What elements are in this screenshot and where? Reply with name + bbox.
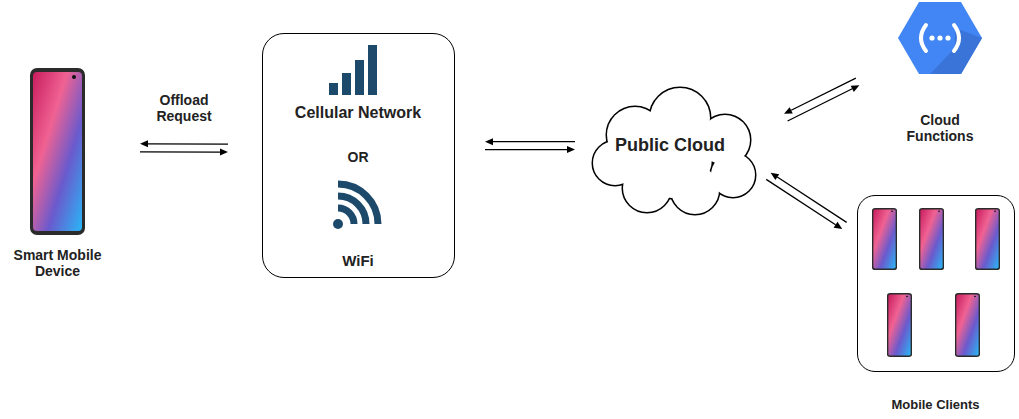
signal-icon: [329, 45, 377, 95]
cloud-node: Public Cloud: [590, 95, 750, 210]
node-text: Cellular Network: [263, 104, 453, 122]
node-text: Cloud Functions: [895, 112, 985, 144]
clients-box: Mobile Clients: [857, 195, 1015, 372]
wifi-icon: [333, 184, 378, 229]
node-text: Public Cloud: [590, 135, 750, 156]
device-node: Smart Mobile Device: [5, 60, 110, 285]
node-text: WiFi: [263, 252, 453, 269]
node-text: OR: [263, 149, 453, 165]
double-arrow: [766, 173, 846, 229]
client-phones: [872, 208, 1000, 357]
double-arrow: [140, 140, 228, 155]
edge-label: Offload Request: [142, 92, 226, 124]
double-arrow: [485, 138, 575, 153]
node-text: Mobile Clients: [858, 398, 1013, 413]
double-arrow: [784, 78, 859, 121]
phone-image: [30, 68, 85, 235]
function-node: Cloud Functions: [880, 0, 1000, 150]
cloud-functions-icon: [898, 2, 982, 74]
network-box: Cellular NetworkOR WiFi: [262, 33, 455, 278]
node-text: Smart Mobile Device: [5, 247, 110, 279]
